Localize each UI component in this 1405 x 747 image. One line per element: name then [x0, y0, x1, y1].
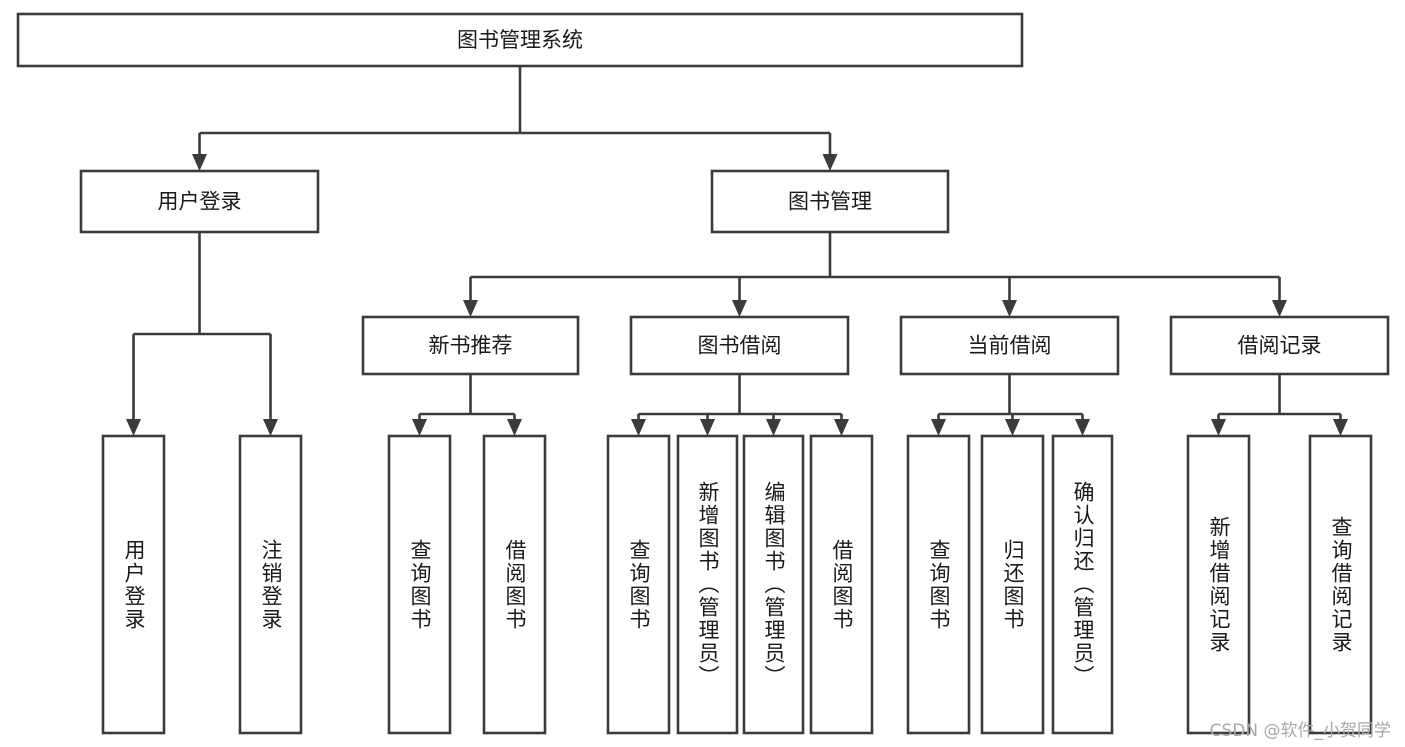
node-book-manage[interactable]: 图书管理 — [710, 169, 950, 234]
leaf-box-leaf-borrow-book-1[interactable] — [482, 434, 547, 735]
arrow-head-icon — [822, 154, 838, 171]
arrow-head-icon — [1333, 419, 1348, 436]
leaf-box-leaf-edit-book[interactable] — [742, 434, 805, 735]
node-new-book-rec-rect[interactable] — [361, 315, 580, 376]
node-current-borrow[interactable]: 当前借阅 — [899, 315, 1120, 376]
arrow-head-icon — [412, 419, 427, 436]
node-book-borrow-rect[interactable] — [629, 315, 850, 376]
arrow-head-icon — [507, 419, 522, 436]
leaf-box-leaf-query-book-1[interactable] — [387, 434, 452, 735]
leaf-box-leaf-user-logout[interactable] — [238, 434, 303, 735]
arrow-head-icon — [263, 419, 278, 436]
node-borrow-record-rect[interactable] — [1169, 315, 1390, 376]
arrow-head-icon — [1075, 419, 1090, 436]
arrow-head-icon — [834, 419, 849, 436]
connectors-layer — [126, 66, 1348, 436]
node-root-rect[interactable] — [16, 12, 1024, 68]
node-book-manage-label: 图书管理 — [788, 190, 872, 214]
arrow-head-icon — [931, 419, 946, 436]
leaf-box-leaf-add-book[interactable] — [676, 434, 739, 735]
arrow-head-icon — [192, 154, 207, 171]
watermark-text: CSDN @软件_小贺同学 — [1209, 721, 1391, 741]
arrow-head-icon — [732, 300, 747, 317]
node-book-borrow-label: 图书借阅 — [698, 334, 782, 358]
arrow-head-icon — [1005, 419, 1020, 436]
arrow-head-icon — [766, 419, 781, 436]
node-borrow-record-label: 借阅记录 — [1238, 334, 1322, 358]
node-root[interactable]: 图书管理系统 — [16, 12, 1024, 68]
arrow-head-icon — [126, 419, 141, 436]
arrow-head-icon — [1002, 300, 1017, 317]
arrow-head-icon — [700, 419, 715, 436]
node-new-book-rec[interactable]: 新书推荐 — [361, 315, 580, 376]
leaf-box-leaf-confirm-return[interactable] — [1051, 434, 1114, 735]
node-user-login-rect[interactable] — [79, 169, 320, 234]
leaf-box-leaf-query-record[interactable] — [1308, 434, 1373, 735]
node-user-login-label: 用户登录 — [158, 190, 242, 214]
arrow-head-icon — [1211, 419, 1226, 436]
leaf-box-leaf-query-book-3[interactable] — [906, 434, 971, 735]
node-root-label: 图书管理系统 — [457, 28, 583, 52]
arrow-head-icon — [631, 419, 646, 436]
node-book-borrow[interactable]: 图书借阅 — [629, 315, 850, 376]
node-borrow-record[interactable]: 借阅记录 — [1169, 315, 1390, 376]
node-book-manage-rect[interactable] — [710, 169, 950, 234]
leaf-box-leaf-user-login[interactable] — [101, 434, 166, 735]
leaf-box-leaf-add-record[interactable] — [1186, 434, 1251, 735]
leaf-box-leaf-query-book-2[interactable] — [606, 434, 671, 735]
node-current-borrow-label: 当前借阅 — [968, 334, 1052, 358]
arrow-head-icon — [463, 300, 478, 317]
node-new-book-rec-label: 新书推荐 — [429, 334, 513, 358]
leaf-box-leaf-borrow-book-2[interactable] — [809, 434, 874, 735]
node-current-borrow-rect[interactable] — [899, 315, 1120, 376]
node-user-login[interactable]: 用户登录 — [79, 169, 320, 234]
leaf-box-leaf-return-book[interactable] — [980, 434, 1045, 735]
arrow-head-icon — [1272, 300, 1287, 317]
